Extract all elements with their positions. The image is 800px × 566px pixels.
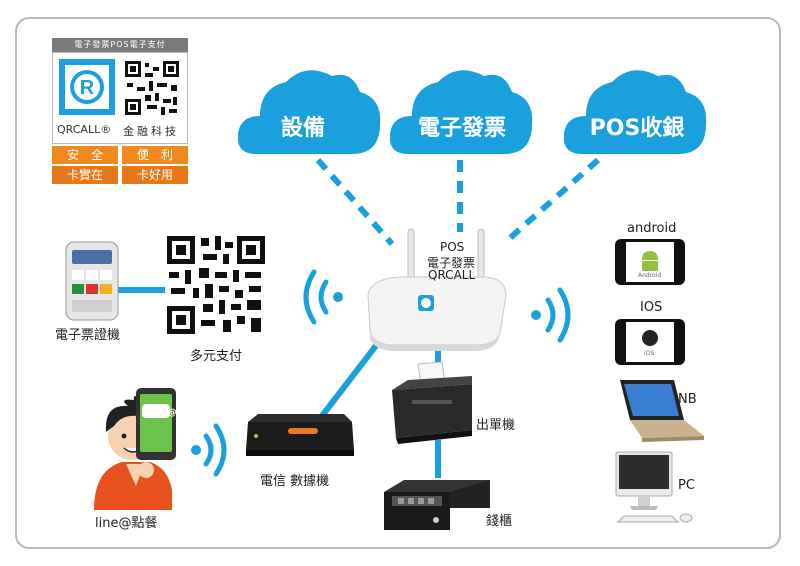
logo-company: 金融科技 bbox=[123, 125, 179, 138]
logo-header: 電子發票POS電子支付 bbox=[52, 38, 188, 52]
multi-payment-label: 多元支付 bbox=[190, 349, 243, 364]
router-label-qrcall: QRCALL bbox=[428, 268, 476, 282]
logo-qr-code-icon bbox=[123, 59, 181, 117]
logo-tag-safe: 安 全 bbox=[52, 146, 118, 164]
ios-phone-icon bbox=[615, 319, 685, 365]
svg-text:R: R bbox=[80, 77, 95, 99]
ticket-machine-icon bbox=[65, 241, 119, 321]
pc-label: PC bbox=[678, 478, 695, 493]
ios-label: IOS bbox=[640, 300, 663, 315]
router-label-pos: POS bbox=[440, 240, 465, 254]
data-box-icon bbox=[246, 414, 354, 456]
wifi-right-icon bbox=[531, 287, 571, 343]
cloud-einvoice-icon bbox=[389, 70, 533, 154]
multi-payment-qr-icon bbox=[165, 234, 267, 336]
logo-tag-convenient: 便 利 bbox=[122, 146, 188, 164]
wifi-line-icon bbox=[191, 423, 227, 477]
line-app-label: LINE@ bbox=[145, 408, 177, 418]
cloud-pos-label: POS收銀 bbox=[589, 116, 685, 141]
qrcall-logo: 電子發票POS電子支付 R QRCALL® 金融科技 安 全 便 利 卡實在 卡… bbox=[52, 38, 188, 184]
diagram-frame bbox=[15, 17, 781, 549]
cash-drawer-icon bbox=[384, 480, 490, 530]
logo-body: R QRCALL® 金融科技 bbox=[52, 52, 188, 144]
android-phone-icon bbox=[615, 239, 685, 285]
line-order-person-icon bbox=[94, 388, 176, 510]
logo-brand: QRCALL® bbox=[57, 123, 112, 136]
logo-tag-real: 卡實在 bbox=[52, 166, 118, 184]
printer-label: 出單機 bbox=[476, 418, 516, 433]
notebook-icon bbox=[620, 380, 704, 442]
cloud-einvoice-label: 電子發票 bbox=[417, 116, 506, 141]
router-icon bbox=[367, 228, 507, 351]
router-label-einvoice: 電子發票 bbox=[427, 256, 476, 270]
ios-app-label: iOS bbox=[644, 350, 655, 357]
nb-label: NB bbox=[678, 392, 697, 407]
ticket-machine-label: 電子票證機 bbox=[55, 328, 121, 343]
cloud-device-label: 設備 bbox=[280, 116, 325, 141]
cloud-device-icon bbox=[237, 70, 381, 154]
android-label: android bbox=[627, 221, 677, 236]
logo-tag-good: 卡好用 bbox=[122, 166, 188, 184]
pc-icon bbox=[615, 451, 693, 523]
link-pos-cloud bbox=[508, 157, 600, 241]
cloud-pos-icon bbox=[563, 70, 707, 154]
line-order-label: line@點餐 bbox=[95, 516, 158, 531]
qrcall-r-icon: R bbox=[59, 59, 115, 115]
link-device-cloud bbox=[315, 158, 395, 246]
printer-icon bbox=[392, 361, 472, 444]
wifi-left-icon bbox=[303, 269, 343, 325]
cash-drawer-label: 錢櫃 bbox=[486, 514, 513, 529]
android-app-label: Android bbox=[638, 272, 662, 279]
data-box-label: 電信 數據機 bbox=[260, 474, 330, 489]
